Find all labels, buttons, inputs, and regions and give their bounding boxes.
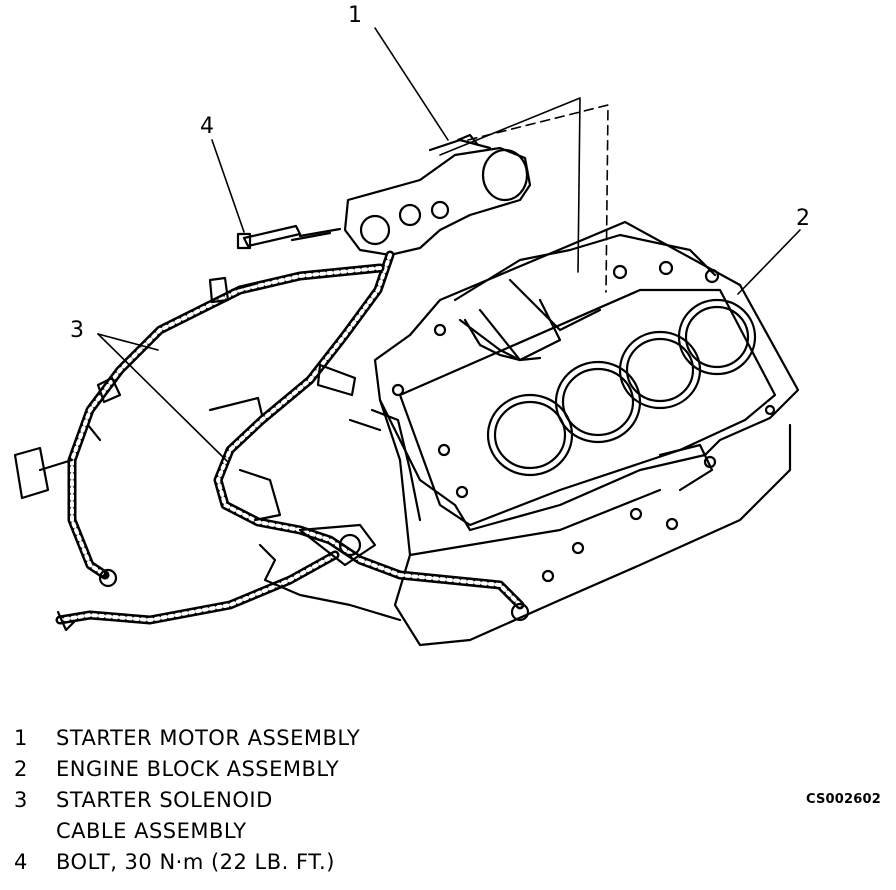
legend-label: STARTER SOLENOID bbox=[56, 788, 273, 812]
solenoid-cable-assembly bbox=[13, 250, 542, 632]
legend-number: 3 bbox=[14, 788, 28, 812]
callout-4: 4 bbox=[200, 114, 214, 139]
legend-item-3-continued: CABLE ASSEMBLY bbox=[14, 819, 614, 850]
leader-4 bbox=[211, 139, 245, 233]
legend-item-1: 1 STARTER MOTOR ASSEMBLY bbox=[14, 726, 614, 757]
legend-label-continued: CABLE ASSEMBLY bbox=[56, 819, 247, 843]
figure-reference-code: CS002602 bbox=[806, 792, 882, 807]
starter-motor bbox=[343, 97, 609, 293]
legend-label: ENGINE BLOCK ASSEMBLY bbox=[56, 757, 340, 781]
leader-2 bbox=[737, 229, 801, 295]
legend-number: 2 bbox=[14, 757, 28, 781]
legend-item-2: 2 ENGINE BLOCK ASSEMBLY bbox=[14, 757, 614, 788]
legend-number: 1 bbox=[14, 726, 28, 750]
leader-1 bbox=[374, 27, 449, 141]
leader-lines bbox=[97, 27, 801, 463]
legend-label: BOLT, 30 N·m (22 LB. FT.) bbox=[56, 850, 335, 874]
parts-legend: 1 STARTER MOTOR ASSEMBLY 2 ENGINE BLOCK … bbox=[14, 726, 614, 881]
callout-3: 3 bbox=[70, 318, 84, 343]
legend-item-3: 3 STARTER SOLENOID bbox=[14, 788, 614, 819]
engine-block bbox=[348, 220, 800, 647]
callout-2: 2 bbox=[796, 206, 810, 231]
legend-label: STARTER MOTOR ASSEMBLY bbox=[56, 726, 361, 750]
legend-item-4: 4 BOLT, 30 N·m (22 LB. FT.) bbox=[14, 850, 614, 881]
leader-3a bbox=[97, 333, 159, 351]
callout-1: 1 bbox=[348, 3, 362, 28]
legend-number: 4 bbox=[14, 850, 28, 874]
engine-starter-diagram: 1 2 3 4 bbox=[13, 3, 810, 647]
bolts bbox=[236, 224, 342, 250]
leader-3b bbox=[97, 333, 229, 463]
